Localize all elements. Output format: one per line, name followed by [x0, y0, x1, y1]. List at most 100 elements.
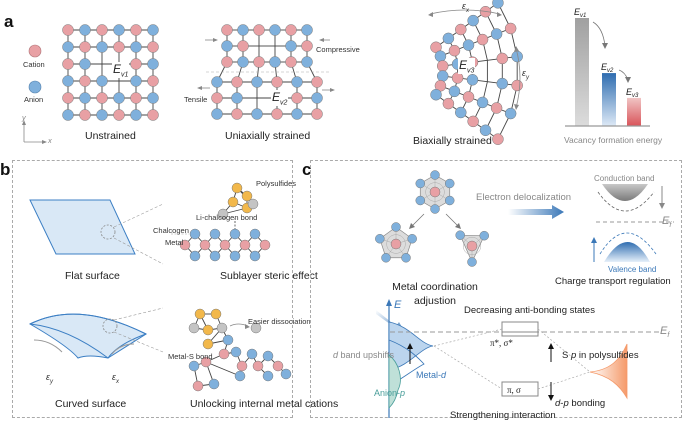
- cation-atom: [221, 24, 233, 36]
- panel-a-letter: a: [4, 12, 14, 31]
- cation-atom: [113, 109, 125, 121]
- cation-atom: [219, 239, 231, 251]
- anion-atom: [237, 24, 249, 36]
- anion-atom: [209, 250, 221, 262]
- cation-atom: [466, 240, 478, 252]
- anion-atom: [430, 88, 442, 101]
- curved-surface-diagram: [28, 307, 164, 359]
- vacancy-bar-v3: [627, 97, 641, 126]
- bonding-label: π, σ: [507, 385, 521, 395]
- polysulfides-label: Polysulfides: [256, 179, 297, 188]
- fermi-level-label-top: Ef: [662, 215, 672, 230]
- anion-atom: [62, 109, 74, 121]
- cation-atom: [448, 44, 461, 57]
- li-chalcogen-bond-label: Li-chalcogen bond: [196, 213, 258, 222]
- anion-atom: [285, 40, 297, 52]
- anion-atom: [209, 228, 221, 240]
- anion-atom: [496, 77, 509, 90]
- anion-atom: [492, 0, 504, 9]
- metal-label: Metal: [165, 238, 184, 247]
- cation-atom: [79, 75, 91, 87]
- cation-atom: [79, 41, 91, 53]
- unstrained-caption: Unstrained: [85, 130, 136, 142]
- cation-atom: [285, 24, 297, 36]
- anion-atom: [251, 76, 263, 88]
- compressive-arrow-icon: [197, 38, 335, 92]
- anion-atom: [490, 28, 503, 40]
- anion-atom: [415, 195, 426, 206]
- anion-atom: [189, 228, 201, 240]
- cation-atom: [62, 24, 74, 36]
- delocalization-arrow-icon: [508, 205, 564, 219]
- anion-atom: [147, 24, 159, 36]
- cation-atom: [442, 97, 455, 110]
- unstrained-lattice: [62, 24, 159, 121]
- cation-atom: [271, 108, 283, 120]
- anion-atom: [467, 257, 477, 267]
- vacancy-bar-v2: [602, 73, 616, 126]
- flat-surface-caption: Flat surface: [65, 270, 120, 282]
- anion-atom: [62, 41, 74, 53]
- xy-axes-icon: [22, 120, 47, 144]
- anion-atom: [381, 253, 391, 263]
- cation-atom: [96, 92, 108, 104]
- cation-atom: [221, 56, 233, 68]
- anion-atom: [291, 108, 303, 120]
- anion-atom: [79, 92, 91, 104]
- vacancy-bar-label-v3: Ev3: [626, 87, 639, 99]
- curved-strain-y-label: εy: [46, 372, 53, 385]
- unlocking-caption: Unlocking internal metal cations: [190, 398, 339, 410]
- sublayer-structure: [171, 182, 271, 262]
- dband-diagram: [376, 299, 660, 418]
- cation-atom: [130, 92, 142, 104]
- anion-atom: [113, 24, 125, 36]
- cation-atom: [130, 24, 142, 36]
- panel-c-frame: [310, 160, 682, 418]
- energy-ev1-label: Ev1: [112, 62, 130, 79]
- anion-atom: [188, 360, 200, 372]
- cation-atom: [147, 109, 159, 121]
- dp-bonding-label: d-p bonding: [555, 398, 606, 409]
- anion-atom: [147, 58, 159, 70]
- cation-atom: [62, 58, 74, 70]
- biaxial-caption: Biaxially strained: [413, 135, 492, 147]
- cation-atom: [492, 133, 504, 145]
- biaxial-strain-arrows-icon: [428, 9, 521, 110]
- neutral-atom: [188, 322, 200, 334]
- neutral-atom: [216, 322, 228, 334]
- valence-band-label: Valence band: [608, 265, 657, 274]
- chalcogen-label: Chalcogen: [153, 226, 189, 235]
- anion-atom: [237, 56, 249, 68]
- anion-atom: [249, 228, 261, 240]
- uniaxial-caption: Uniaxially strained: [225, 130, 311, 142]
- legend-anion-dot: [28, 80, 42, 94]
- anion-atom: [130, 75, 142, 87]
- cation-atom: [179, 239, 191, 251]
- neutral-atom: [247, 198, 259, 210]
- flat-surface-diagram: [29, 199, 164, 265]
- vacancy-bar-label-v1: Ev1: [574, 7, 586, 19]
- anion-atom: [504, 107, 517, 120]
- cation-atom: [253, 56, 265, 68]
- anion-atom: [476, 96, 489, 109]
- anion-atom: [311, 92, 323, 104]
- anion-atom: [448, 85, 461, 98]
- anion-atom: [391, 222, 401, 232]
- anion-atom: [262, 370, 274, 382]
- cation-atom: [285, 56, 297, 68]
- cation-atom: [192, 380, 204, 392]
- cation-atom: [467, 115, 479, 128]
- cation-atom: [462, 91, 475, 103]
- legend-anion-label: Anion: [24, 95, 44, 104]
- coordination-polyhedra: [375, 170, 489, 267]
- unlocking-structure: [188, 308, 292, 392]
- anion-atom: [221, 40, 233, 52]
- strain-x-label: εx: [462, 1, 469, 14]
- sulfur-atom: [202, 338, 214, 350]
- anion-atom: [222, 334, 234, 346]
- cation-atom: [496, 52, 509, 65]
- axis-y-label: y: [22, 113, 26, 122]
- energy-axis-label: E: [394, 299, 402, 311]
- anion-p-label: Anion-p: [374, 388, 406, 398]
- vacancy-bar-v1: [575, 18, 589, 126]
